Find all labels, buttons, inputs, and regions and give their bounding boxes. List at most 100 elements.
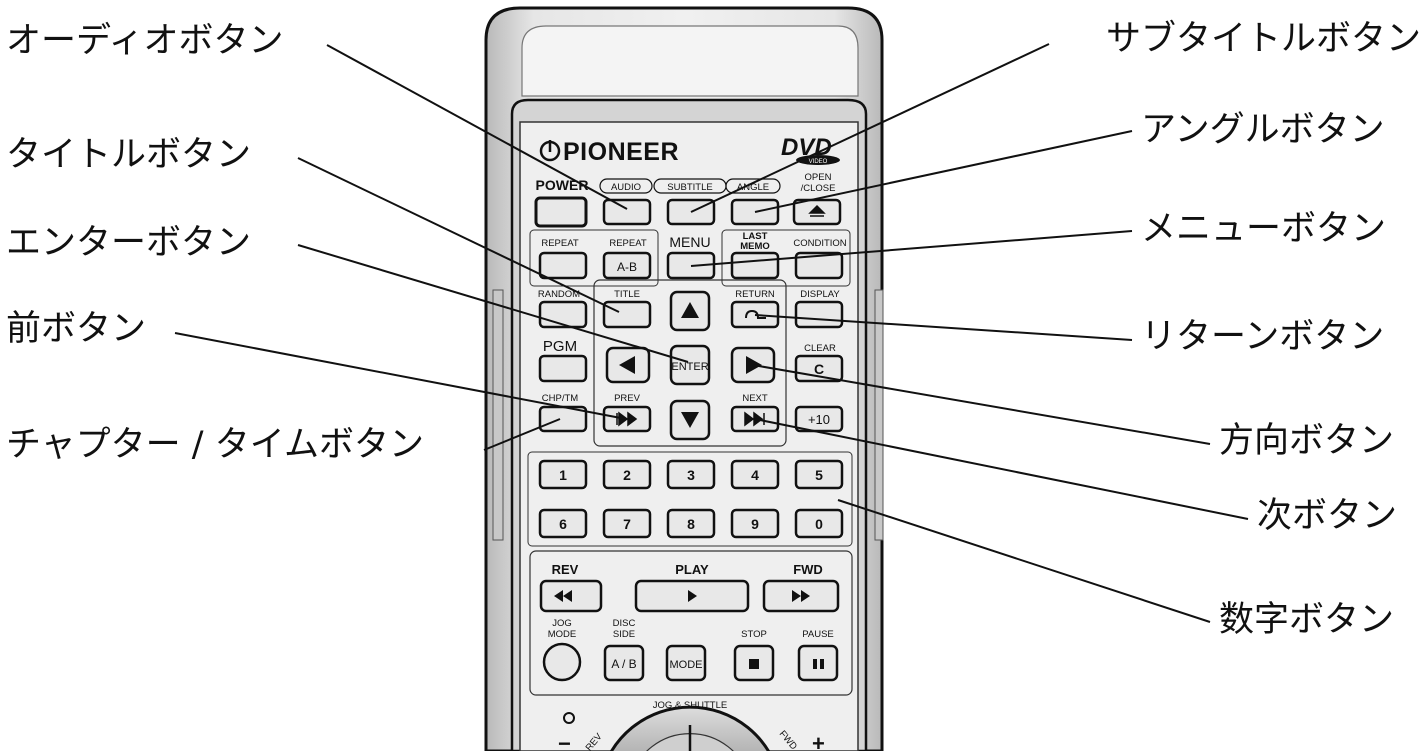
random-label: RANDOM	[538, 289, 580, 300]
title-label: TITLE	[614, 289, 640, 300]
jog-mode-label: MODE	[548, 629, 577, 640]
disc-label: DISC	[613, 618, 636, 629]
callout-return-button: リターンボタン	[1141, 317, 1385, 357]
repeat-button[interactable]	[538, 251, 588, 280]
number-button-0[interactable]: 0	[794, 508, 844, 539]
ab-key-label: A-B	[617, 260, 637, 274]
prev-button[interactable]	[602, 405, 652, 433]
leader-menu	[690, 230, 1133, 267]
jog-shuttle-dial[interactable]	[600, 705, 780, 751]
rev-button[interactable]	[539, 579, 603, 613]
rev-label: REV	[552, 562, 579, 577]
repeat-ab-button[interactable]: A-B	[602, 251, 652, 280]
enter-key-label: ENTER	[671, 361, 708, 373]
number-button-1[interactable]: 1	[538, 459, 588, 490]
number-button-3[interactable]: 3	[666, 459, 716, 490]
indicator-led	[563, 712, 575, 724]
callout-angle-button: アングルボタン	[1141, 110, 1385, 150]
stop-icon	[749, 659, 759, 669]
callout-number-button: 数字ボタン	[1219, 600, 1395, 640]
dvd-logo-sub: VIDEO	[809, 159, 828, 165]
number-button-8[interactable]: 8	[666, 508, 716, 539]
callout-audio-button: オーディオボタン	[6, 21, 284, 61]
up-button[interactable]	[669, 290, 711, 332]
repeat-label: REPEAT	[541, 238, 579, 249]
stop-button[interactable]	[733, 644, 775, 682]
display-label: DISPLAY	[800, 289, 840, 300]
disc-side-button[interactable]: A / B	[603, 644, 645, 682]
leader-direction	[752, 364, 1211, 445]
transport-frame	[529, 550, 853, 696]
power-label: POWER	[536, 177, 589, 193]
leader-prev	[174, 332, 627, 420]
plus10-button[interactable]: +10	[794, 405, 844, 433]
last-memo-button[interactable]	[730, 251, 780, 280]
jog-mode-button[interactable]	[542, 642, 582, 682]
number-button-7[interactable]: 7	[602, 508, 652, 539]
audio-button[interactable]	[602, 198, 652, 226]
pgm-label: PGM	[543, 338, 577, 355]
rev-icon	[554, 590, 572, 602]
callout-subtitle-button: サブタイトルボタン	[1106, 19, 1422, 59]
clear-label: CLEAR	[804, 343, 836, 354]
menu-label: MENU	[669, 234, 710, 250]
number-button-6[interactable]: 6	[538, 508, 588, 539]
leader-return	[754, 314, 1133, 341]
return-button[interactable]	[730, 300, 780, 329]
prev-icon	[616, 411, 638, 427]
next-label: NEXT	[742, 393, 768, 404]
callout-enter-button: エンターボタン	[6, 223, 252, 263]
last-label: LAST	[743, 231, 768, 242]
callout-chapter-time-button: チャプター / タイムボタン	[6, 425, 424, 465]
leader-chapter-time	[483, 418, 561, 451]
nav-cluster-frame	[593, 279, 787, 447]
audio-label: AUDIO	[611, 182, 641, 193]
power-button[interactable]	[534, 196, 588, 228]
return-label: RETURN	[735, 289, 775, 300]
number-button-4[interactable]: 4	[730, 459, 780, 490]
number-button-5[interactable]: 5	[794, 459, 844, 490]
leader-next	[754, 418, 1249, 520]
jog-label: JOG	[552, 618, 572, 629]
display-button[interactable]	[794, 300, 844, 329]
play-icon	[688, 590, 697, 602]
fwd-label: FWD	[793, 562, 823, 577]
pgm-button[interactable]	[538, 354, 588, 383]
stop-label: STOP	[741, 629, 767, 640]
number-button-label: 5	[815, 467, 823, 483]
minus-label: −	[558, 731, 571, 751]
fwd-icon	[792, 590, 810, 602]
ab-side-key-label: A / B	[611, 657, 636, 671]
number-button-2[interactable]: 2	[602, 459, 652, 490]
eject-icon	[808, 204, 826, 217]
leader-audio	[326, 44, 628, 210]
mode-button[interactable]: MODE	[665, 644, 707, 682]
subtitle-label: SUBTITLE	[667, 182, 712, 193]
leader-enter	[297, 244, 689, 363]
left-grip	[492, 289, 504, 541]
title-button[interactable]	[602, 300, 652, 329]
close-label: /CLOSE	[801, 183, 836, 194]
number-button-label: 0	[815, 516, 823, 532]
pause-button[interactable]	[797, 644, 839, 682]
left-button[interactable]	[605, 346, 651, 384]
play-button[interactable]	[634, 579, 750, 613]
condition-button[interactable]	[794, 251, 844, 280]
remote-top-window	[521, 25, 859, 97]
next-icon	[744, 411, 765, 427]
leader-subtitle	[690, 43, 1050, 213]
fwd-button[interactable]	[762, 579, 840, 613]
jog-shuttle-label: JOG & SHUTTLE	[653, 700, 727, 711]
plus10-key-label: +10	[808, 412, 830, 427]
number-button-label: 9	[751, 516, 759, 532]
random-button[interactable]	[538, 300, 588, 329]
number-button-label: 8	[687, 516, 695, 532]
number-button-label: 7	[623, 516, 631, 532]
enter-button[interactable]: ENTER	[669, 344, 711, 386]
up-arrow-icon	[681, 302, 699, 318]
down-button[interactable]	[669, 399, 711, 441]
leader-lines	[174, 43, 1249, 623]
open-close-button[interactable]	[792, 198, 842, 226]
number-button-9[interactable]: 9	[730, 508, 780, 539]
